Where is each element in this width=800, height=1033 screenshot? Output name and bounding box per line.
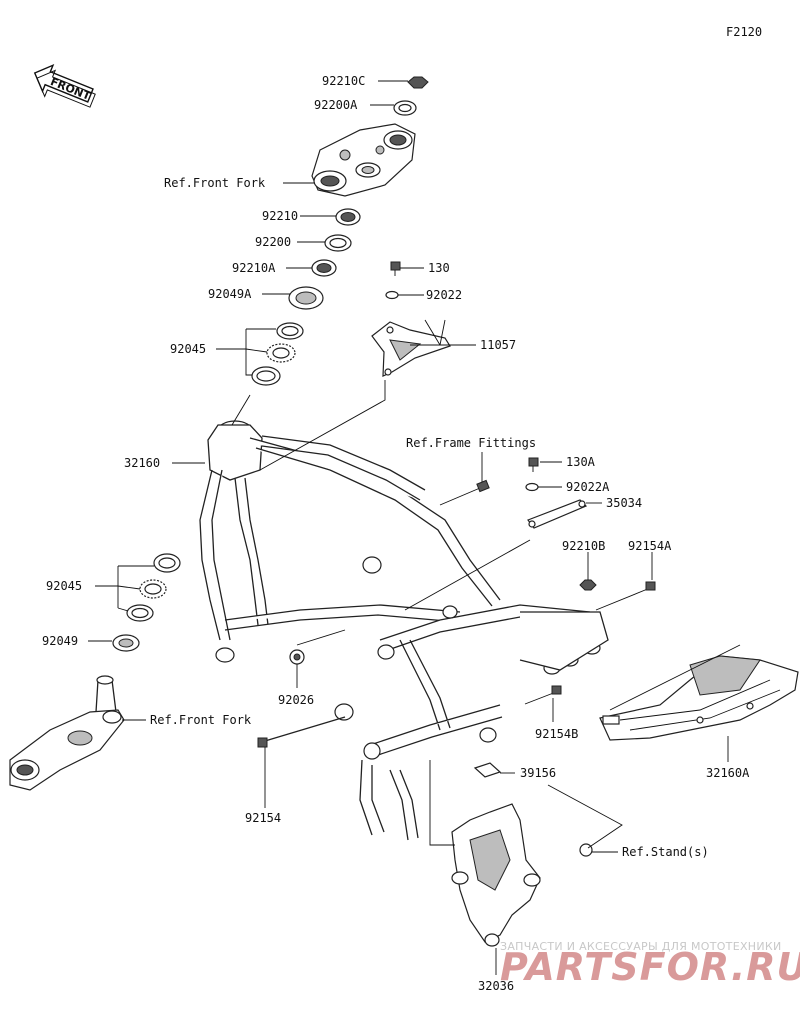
lower-bearings	[112, 553, 181, 652]
label-130a: 130A	[566, 455, 596, 469]
label-92026: 92026	[278, 693, 314, 707]
label-ref-stand: Ref.Stand(s)	[622, 845, 709, 859]
label-92049a: 92049A	[208, 287, 252, 301]
label-ref-front-fork-low: Ref.Front Fork	[150, 713, 252, 727]
pad-39156	[473, 762, 502, 778]
label-39156: 39156	[520, 766, 556, 780]
label-92154a: 92154A	[628, 539, 672, 553]
leader-lines	[88, 80, 741, 975]
washer-92022	[385, 290, 399, 300]
label-92045-top: 92045	[170, 342, 206, 356]
label-92049: 92049	[42, 634, 78, 648]
bracket-11057-assembly	[371, 261, 451, 377]
link-35034	[527, 499, 588, 529]
watermark-tagline: ЗАПЧАСТИ И АКСЕССУАРЫ ДЛЯ МОТОТЕХНИКИ	[500, 940, 782, 953]
label-ref-front-fork-top: Ref.Front Fork	[164, 176, 266, 190]
label-92045-low: 92045	[46, 579, 82, 593]
label-11057: 11057	[480, 338, 516, 352]
label-92200: 92200	[255, 235, 291, 249]
label-32160a: 32160A	[706, 766, 750, 780]
label-32160: 32160	[124, 456, 160, 470]
steering-stem-top-parts	[251, 76, 429, 386]
bolt-130a	[528, 457, 539, 467]
label-92022: 92022	[426, 288, 462, 302]
stand-collar	[579, 843, 593, 857]
label-ref-frame-fittings: Ref.Frame Fittings	[406, 436, 536, 450]
washer-92022a	[525, 482, 539, 492]
watermark-brand: PARTSFOR.RU	[500, 945, 800, 989]
label-32036: 32036	[478, 979, 514, 993]
bolt-130	[390, 261, 401, 271]
label-92210a: 92210A	[232, 261, 276, 275]
label-92154: 92154	[245, 811, 281, 825]
bolt-92154a	[595, 581, 656, 611]
front-arrow-icon: FRONT	[33, 63, 96, 108]
rear-subframe-32160a	[599, 655, 799, 741]
label-92200a: 92200A	[314, 98, 358, 112]
label-35034: 35034	[606, 496, 642, 510]
label-130: 130	[428, 261, 450, 275]
label-92210b: 92210B	[562, 539, 605, 553]
label-92210c: 92210C	[322, 74, 365, 88]
upper-triple-clamp	[311, 123, 416, 197]
main-frame-32160	[199, 420, 609, 841]
bolt-92154	[257, 716, 346, 748]
nut-92210b	[579, 579, 597, 591]
bracket-32036	[451, 803, 593, 947]
label-92154b: 92154B	[535, 727, 578, 741]
lower-triple-clamp	[9, 675, 125, 791]
part-labels: 92210C 92200A Ref.Front Fork 92210 92200…	[42, 74, 750, 993]
label-92210: 92210	[262, 209, 298, 223]
nut-92210c	[407, 76, 429, 89]
bolt-92154b	[524, 685, 562, 705]
diagram-code: F2120	[726, 25, 762, 39]
label-92022a: 92022A	[566, 480, 610, 494]
frame-fitting-bolt	[439, 479, 490, 506]
